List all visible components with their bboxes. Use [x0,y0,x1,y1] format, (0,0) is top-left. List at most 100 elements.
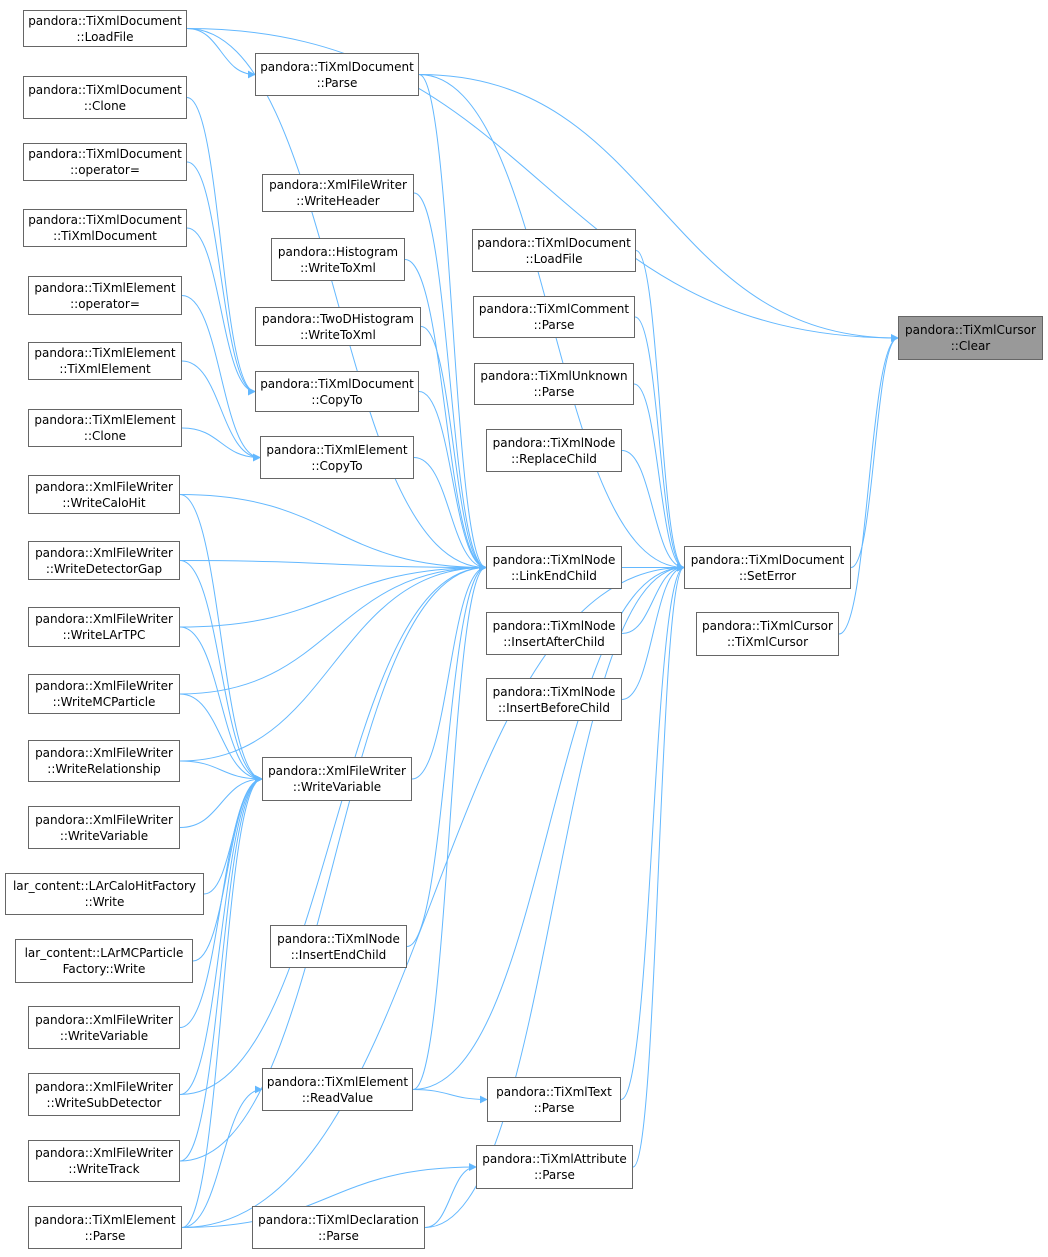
edge-xfw-header-to-node-linkend [413,192,487,572]
node-label-line: pandora::TiXmlAttribute [482,1152,627,1166]
edge-attr-parse-to-doc-seterror [632,563,685,1168]
node-label-line: pandora::XmlFileWriter [35,746,173,760]
edge-xfw-mcp-to-xfw-var-main [179,693,263,783]
graph-node-node-insend[interactable]: pandora::TiXmlNode::InsertEndChild [270,925,407,968]
node-label-line: ::Parse [533,318,575,332]
graph-node-lar-calo[interactable]: lar_content::LArCaloHitFactory::Write [5,873,204,915]
node-label-line: ::WriteVariable [59,1029,149,1043]
edge-comment-parse-to-doc-seterror [634,316,685,572]
graph-node-hist-xml[interactable]: pandora::Histogram::WriteToXml [271,238,405,281]
graph-node-doc-seterror[interactable]: pandora::TiXmlDocument::SetError [684,546,851,589]
graph-node-doc-clone[interactable]: pandora::TiXmlDocument::Clone [23,76,187,119]
graph-node-doc-loadfile-b[interactable]: pandora::TiXmlDocument::LoadFile [472,229,636,272]
edge-elem-parse-to-attr-parse [181,1163,477,1228]
node-label-line: ::WriteLArTPC [62,628,146,642]
graph-node-decl-parse[interactable]: pandora::TiXmlDeclaration::Parse [252,1206,425,1249]
graph-node-xfw-var-b[interactable]: pandora::XmlFileWriter::WriteVariable [28,1006,180,1049]
edge-elem-parse-to-doc-seterror [181,563,685,1228]
node-label-line: ::WriteTrack [68,1162,140,1176]
node-label-line: pandora::XmlFileWriter [35,679,173,693]
graph-node-xfw-subdet[interactable]: pandora::XmlFileWriter::WriteSubDetector [28,1073,180,1116]
edge-lar-mcp-to-xfw-var-main [192,775,263,962]
edge-elem-parse-to-elem-readvalue [181,1085,263,1228]
edge-twod-xml-to-node-linkend [420,326,487,572]
node-label-line: ::Clone [83,99,127,113]
graph-node-xfw-mcp[interactable]: pandora::XmlFileWriter::WriteMCParticle [28,674,180,714]
node-label-line: ::CopyTo [311,459,363,473]
edge-elem-readvalue-to-text-parse [412,1089,488,1104]
edge-xfw-subdet-to-node-linkend [179,563,487,1095]
graph-node-doc-parse[interactable]: pandora::TiXmlDocument::Parse [255,53,419,96]
node-label-line: pandora::TiXmlDocument [260,377,414,391]
edge-node-insafter-to-doc-seterror [621,563,685,634]
edge-doc-loadfile-a-to-doc-parse [186,28,256,79]
edge-xfw-track-to-xfw-var-main [179,775,263,1162]
graph-node-elem-copyto[interactable]: pandora::TiXmlElement::CopyTo [260,436,414,479]
node-label-line: pandora::TiXmlDocument [28,213,182,227]
node-label-line: pandora::TiXmlNode [492,685,616,699]
edge-xfw-detgap-to-xfw-var-main [179,560,263,783]
graph-node-twod-xml[interactable]: pandora::TwoDHistogram::WriteToXml [255,307,421,346]
edge-hist-xml-to-node-linkend [404,259,487,572]
node-label-line: pandora::XmlFileWriter [35,813,173,827]
graph-node-xfw-detgap[interactable]: pandora::XmlFileWriter::WriteDetectorGap [28,541,180,580]
graph-node-text-parse[interactable]: pandora::TiXmlText::Parse [487,1077,621,1122]
edge-cursor-ctor-to-cursor-clear [838,334,899,635]
graph-node-doc-loadfile-a[interactable]: pandora::TiXmlDocument::LoadFile [23,10,187,47]
node-label-line: pandora::TiXmlDocument [28,83,182,97]
node-label-line: ::WriteCaloHit [62,496,146,510]
edge-doc-seterror-to-cursor-clear [850,334,899,568]
node-label-line: ::WriteToXml [300,328,376,342]
graph-node-attr-parse[interactable]: pandora::TiXmlAttribute::Parse [476,1145,633,1189]
node-label-line: pandora::TiXmlCursor [702,619,833,633]
graph-node-node-insafter[interactable]: pandora::TiXmlNode::InsertAfterChild [486,612,622,655]
graph-node-xfw-track[interactable]: pandora::XmlFileWriter::WriteTrack [28,1140,180,1182]
edge-decl-parse-to-doc-seterror [424,563,685,1228]
node-label-line: pandora::TiXmlElement [34,346,176,360]
edge-xfw-calohit-to-node-linkend [179,494,487,572]
graph-node-xfw-var-a[interactable]: pandora::XmlFileWriter::WriteVariable [28,806,180,849]
edge-doc-copyto-to-node-linkend [418,391,487,572]
graph-node-doc-operator[interactable]: pandora::TiXmlDocument::operator= [23,143,187,181]
edge-xfw-rel-to-xfw-var-main [179,760,263,783]
node-label-line: ::Clear [950,339,991,353]
graph-node-unknown-parse[interactable]: pandora::TiXmlUnknown::Parse [474,363,634,405]
node-label-line: pandora::TiXmlNode [492,619,616,633]
edge-elem-copyto-to-node-linkend [413,457,487,572]
edge-doc-loadfile-a-to-node-linkend [186,28,487,572]
node-label-line: ::WriteVariable [292,780,382,794]
node-label-line: ::operator= [70,297,140,311]
graph-node-comment-parse[interactable]: pandora::TiXmlComment::Parse [473,296,635,338]
graph-node-xfw-calohit[interactable]: pandora::XmlFileWriter::WriteCaloHit [28,475,180,514]
graph-node-doc-copyto[interactable]: pandora::TiXmlDocument::CopyTo [255,371,419,412]
graph-node-elem-parse[interactable]: pandora::TiXmlElement::Parse [28,1206,182,1249]
graph-node-node-replace[interactable]: pandora::TiXmlNode::ReplaceChild [486,429,622,472]
graph-node-node-insbefore[interactable]: pandora::TiXmlNode::InsertBeforeChild [486,678,622,721]
graph-node-elem-operator[interactable]: pandora::TiXmlElement::operator= [28,276,182,315]
node-label-line: ::Parse [316,76,358,90]
edge-node-insbefore-to-doc-seterror [621,563,685,700]
edge-xfw-var-main-to-node-linkend [411,563,487,780]
node-label-line: pandora::TiXmlDeclaration [258,1213,419,1227]
graph-node-elem-readvalue[interactable]: pandora::TiXmlElement::ReadValue [262,1068,413,1111]
node-label-line: pandora::XmlFileWriter [35,546,173,560]
node-label-line: pandora::XmlFileWriter [35,1146,173,1160]
graph-node-xfw-var-main[interactable]: pandora::XmlFileWriter::WriteVariable [262,757,412,801]
graph-node-doc-ctor[interactable]: pandora::TiXmlDocument::TiXmlDocument [23,209,187,247]
graph-node-xfw-header[interactable]: pandora::XmlFileWriter::WriteHeader [262,174,414,212]
node-label-line: lar_content::LArMCParticle [24,946,184,960]
edge-elem-ctor-to-elem-copyto [181,360,261,462]
graph-node-xfw-rel[interactable]: pandora::XmlFileWriter::WriteRelationshi… [28,740,180,782]
node-label-line: pandora::Histogram [277,245,399,259]
graph-node-elem-ctor[interactable]: pandora::TiXmlElement::TiXmlElement [28,342,182,380]
edge-doc-operator-to-doc-copyto [186,161,256,396]
node-label-line: pandora::TiXmlComment [478,302,630,316]
graph-node-node-linkend[interactable]: pandora::TiXmlNode::LinkEndChild [486,546,622,589]
graph-node-cursor-ctor[interactable]: pandora::TiXmlCursor::TiXmlCursor [696,612,839,656]
edge-doc-clone-to-doc-copyto [186,97,256,396]
graph-node-elem-clone[interactable]: pandora::TiXmlElement::Clone [28,409,182,447]
graph-node-xfw-lartpc[interactable]: pandora::XmlFileWriter::WriteLArTPC [28,607,180,647]
edge-xfw-rel-to-node-linkend [179,563,487,762]
